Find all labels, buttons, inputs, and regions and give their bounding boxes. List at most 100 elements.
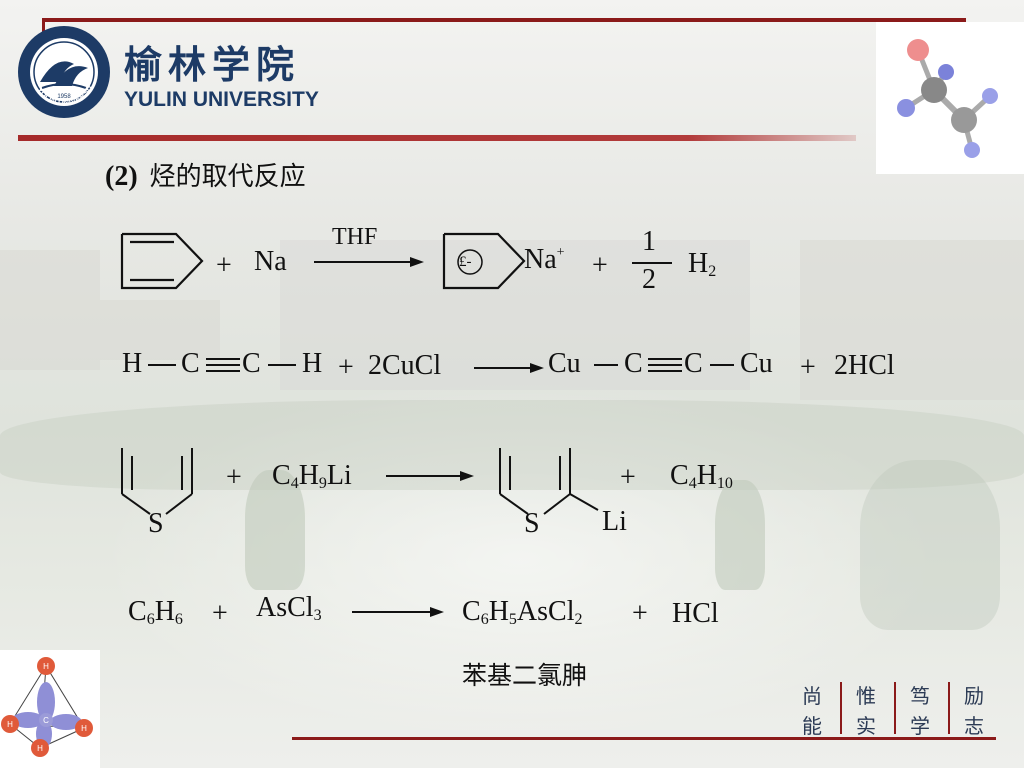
formula-subscript: 2 xyxy=(574,611,583,628)
methane-model-image: C H H H H xyxy=(0,650,100,768)
product-c2: C xyxy=(684,348,703,379)
cucl-reagent: 2CuCl xyxy=(368,350,442,381)
hydrogen-label: H xyxy=(43,662,49,671)
formula-subscript: 6 xyxy=(480,611,489,628)
reaction-arrow xyxy=(474,363,544,373)
thienyllithium-structure xyxy=(499,448,599,515)
formula-subscript: 10 xyxy=(716,475,733,492)
formula-part: H xyxy=(696,460,717,491)
formula-part: C xyxy=(670,460,689,491)
product-c1: C xyxy=(624,348,643,379)
plus-sign: + xyxy=(800,352,816,383)
anion-charge-mark: £- xyxy=(459,254,472,270)
reaction-arrow xyxy=(314,257,424,267)
fraction-bar xyxy=(632,262,672,264)
hcl-byproduct: HCl xyxy=(672,598,719,629)
single-bond xyxy=(148,364,176,366)
product-cu-right: Cu xyxy=(740,348,773,379)
thf-condition: THF xyxy=(332,224,378,250)
sodium-ion-charge: + xyxy=(556,245,565,260)
motto-char: 能 xyxy=(802,714,822,738)
motto-char: 笃 xyxy=(910,684,930,708)
university-name-en: YULIN UNIVERSITY xyxy=(124,88,319,111)
product-s-label: S xyxy=(524,508,540,539)
formula-subscript: 6 xyxy=(146,611,155,628)
hydrogen-label: H xyxy=(81,724,87,733)
plus-sign: + xyxy=(216,250,232,281)
top-rule xyxy=(42,18,966,22)
hydrogen-symbol: H xyxy=(688,248,709,279)
acetylene-h-right: H xyxy=(302,348,323,379)
plus-sign: + xyxy=(226,462,242,493)
sodium-ion: Na+ xyxy=(524,244,565,276)
header-divider xyxy=(18,135,856,141)
formula-part: H xyxy=(154,596,175,627)
motto-char: 学 xyxy=(910,714,930,738)
reaction-arrow xyxy=(352,607,444,617)
hcl-byproduct: 2HCl xyxy=(834,350,895,381)
formula-part: C xyxy=(128,596,147,627)
single-bond xyxy=(594,364,618,366)
reaction-arrow xyxy=(386,471,474,481)
plus-sign: + xyxy=(212,598,228,629)
section-number: (2) xyxy=(105,161,138,192)
thiophene-structure xyxy=(121,448,193,515)
formula-part: C xyxy=(272,460,291,491)
formula-part: C xyxy=(462,596,481,627)
arsenic-trichloride-reagent: AsCl3 xyxy=(256,592,322,625)
butane-byproduct: C4H10 xyxy=(670,460,733,493)
product-name-label: 苯基二氯胂 xyxy=(462,661,588,690)
motto-char: 志 xyxy=(964,714,984,738)
acetylene-c1: C xyxy=(181,348,200,379)
acetylene-c2: C xyxy=(242,348,261,379)
fraction-denominator: 2 xyxy=(642,264,656,295)
motto-char: 惟 xyxy=(856,684,876,708)
product-li-label: Li xyxy=(602,506,627,537)
formula-subscript: 5 xyxy=(508,611,517,628)
formula-part: AsCl xyxy=(516,596,575,627)
formula-part: H xyxy=(488,596,509,627)
formula-subscript: 3 xyxy=(313,607,322,624)
hydrogen-label: H xyxy=(37,744,43,753)
hydrogen-product: H2 xyxy=(688,248,716,281)
cyclopentadienyl-anion-structure xyxy=(442,232,526,290)
university-name-cn: 榆林学院 xyxy=(124,42,301,87)
formula-subscript: 4 xyxy=(290,475,299,492)
carbon-label: C xyxy=(43,716,49,725)
motto-char: 尚 xyxy=(802,684,822,708)
product-cu-left: Cu xyxy=(548,348,581,379)
phenyldichloroarsine-product: C6H5AsCl2 xyxy=(462,596,583,629)
cyclopentadiene-structure xyxy=(120,232,204,290)
formula-subscript: 6 xyxy=(174,611,183,628)
university-motto: 尚 惟 笃 励 能 实 学 志 xyxy=(790,676,1000,738)
acetylene-h-left: H xyxy=(122,348,143,379)
section-title: 烃的取代反应 xyxy=(149,162,306,192)
plus-sign: + xyxy=(338,352,354,383)
formula-part: Li xyxy=(326,460,352,491)
triple-bond xyxy=(648,358,682,372)
plus-sign: + xyxy=(592,250,608,281)
motto-divider xyxy=(894,682,896,734)
benzene-reagent: C6H6 xyxy=(128,596,183,629)
molecule-model-image xyxy=(876,22,1024,174)
sodium-ion-symbol: Na xyxy=(524,244,557,275)
thiophene-s-label: S xyxy=(148,508,164,539)
university-seal-logo: 1958 YULIN UNIVERSITY xyxy=(13,17,110,118)
plus-sign: + xyxy=(632,598,648,629)
formula-subscript: 4 xyxy=(688,475,697,492)
footer-rule xyxy=(292,737,996,740)
section-heading: (2) 烃的取代反应 xyxy=(105,156,306,193)
motto-divider xyxy=(840,682,842,734)
formula-subscript: 9 xyxy=(318,475,327,492)
fraction-numerator: 1 xyxy=(642,226,656,257)
motto-divider xyxy=(948,682,950,734)
single-bond xyxy=(268,364,296,366)
single-bond xyxy=(710,364,734,366)
butyllithium-reagent: C4H9Li xyxy=(272,460,352,493)
triple-bond xyxy=(206,358,240,372)
sodium-reagent: Na xyxy=(254,246,287,277)
plus-sign: + xyxy=(620,462,636,493)
formula-part: AsCl xyxy=(256,592,314,623)
motto-char: 励 xyxy=(964,684,984,708)
